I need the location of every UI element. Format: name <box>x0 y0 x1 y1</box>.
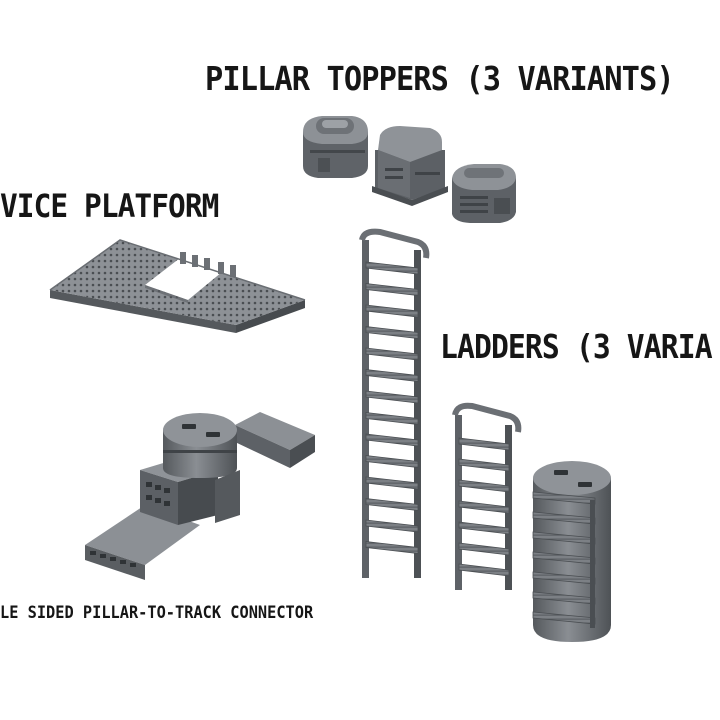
ladders-label: LADDERS (3 VARIA <box>440 327 713 366</box>
service-platform-model <box>49 239 306 333</box>
ladder-rung <box>365 412 419 425</box>
ladder-rung <box>365 519 419 533</box>
connector-label: LE SIDED PILLAR-TO-TRACK CONNECTOR <box>0 603 314 623</box>
ladder-rung <box>365 498 419 511</box>
ladder-rung <box>365 369 419 382</box>
ladder-rung <box>365 326 419 339</box>
ladder-rung <box>365 476 419 490</box>
pillar-topper-1 <box>303 116 368 178</box>
ladder-rung <box>365 283 419 296</box>
pillar-topper-2 <box>372 126 448 206</box>
ladder-rung <box>365 541 419 554</box>
ladder-rung <box>365 304 419 318</box>
ladder-short <box>452 402 522 590</box>
ladder-rung <box>365 390 419 404</box>
ladder-rung <box>458 479 510 493</box>
ladder-tall <box>359 228 430 578</box>
ladder-rung <box>365 261 419 275</box>
ladder-rung <box>365 455 419 468</box>
ladder-rung <box>458 500 510 514</box>
connector-model <box>85 412 315 580</box>
ladder-rung <box>365 347 419 361</box>
pillar-topper-3 <box>452 164 516 223</box>
ladder-pillar <box>532 461 611 642</box>
ladder-rung <box>458 563 510 577</box>
ladder-rung <box>458 521 510 535</box>
ladder-rung <box>458 542 510 556</box>
service-platform-label: VICE PLATFORM <box>0 187 219 225</box>
ladder-rung <box>458 458 510 472</box>
pillar-toppers-label: PILLAR TOPPERS (3 VARIANTS) <box>205 59 675 98</box>
ladder-rung <box>365 433 419 447</box>
ladder-rung <box>458 437 510 451</box>
